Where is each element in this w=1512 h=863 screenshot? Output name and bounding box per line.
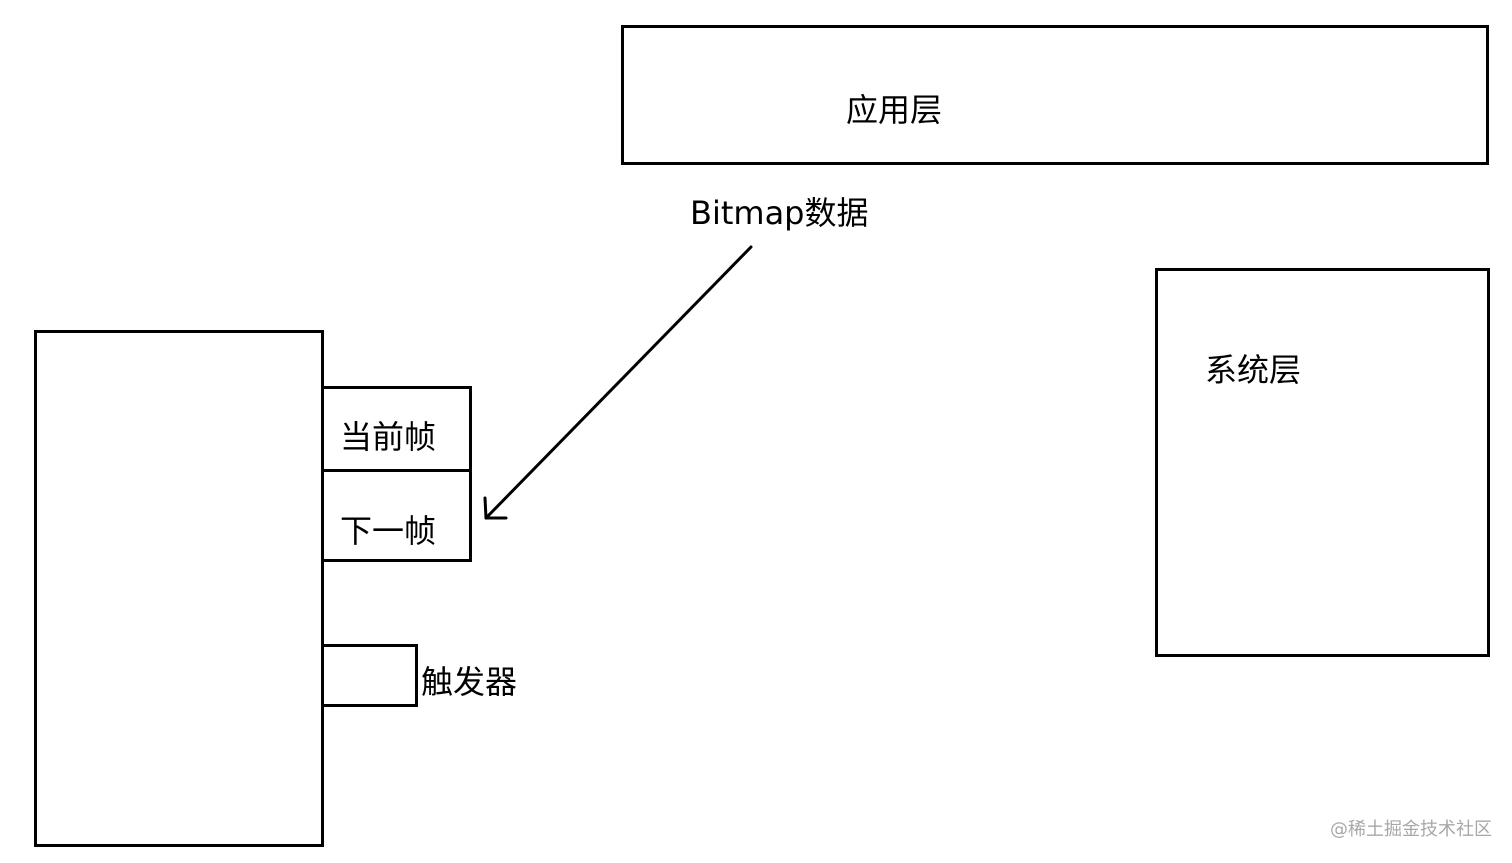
next-frame-box — [321, 469, 472, 562]
arrow-shaft — [484, 245, 753, 520]
trigger-box — [321, 644, 418, 707]
next-frame-label: 下一帧 — [340, 512, 437, 550]
system-layer-box — [1155, 268, 1490, 657]
screen-box — [34, 330, 324, 847]
arrow-head-icon — [483, 496, 508, 520]
current-frame-label: 当前帧 — [340, 418, 437, 456]
system-layer-label: 系统层 — [1205, 351, 1302, 389]
trigger-label: 触发器 — [421, 663, 518, 701]
bitmap-data-label: Bitmap数据 — [690, 194, 869, 232]
watermark: @稀土掘金技术社区 — [1330, 819, 1492, 840]
app-layer-box — [621, 25, 1489, 165]
app-layer-label: 应用层 — [846, 91, 943, 129]
